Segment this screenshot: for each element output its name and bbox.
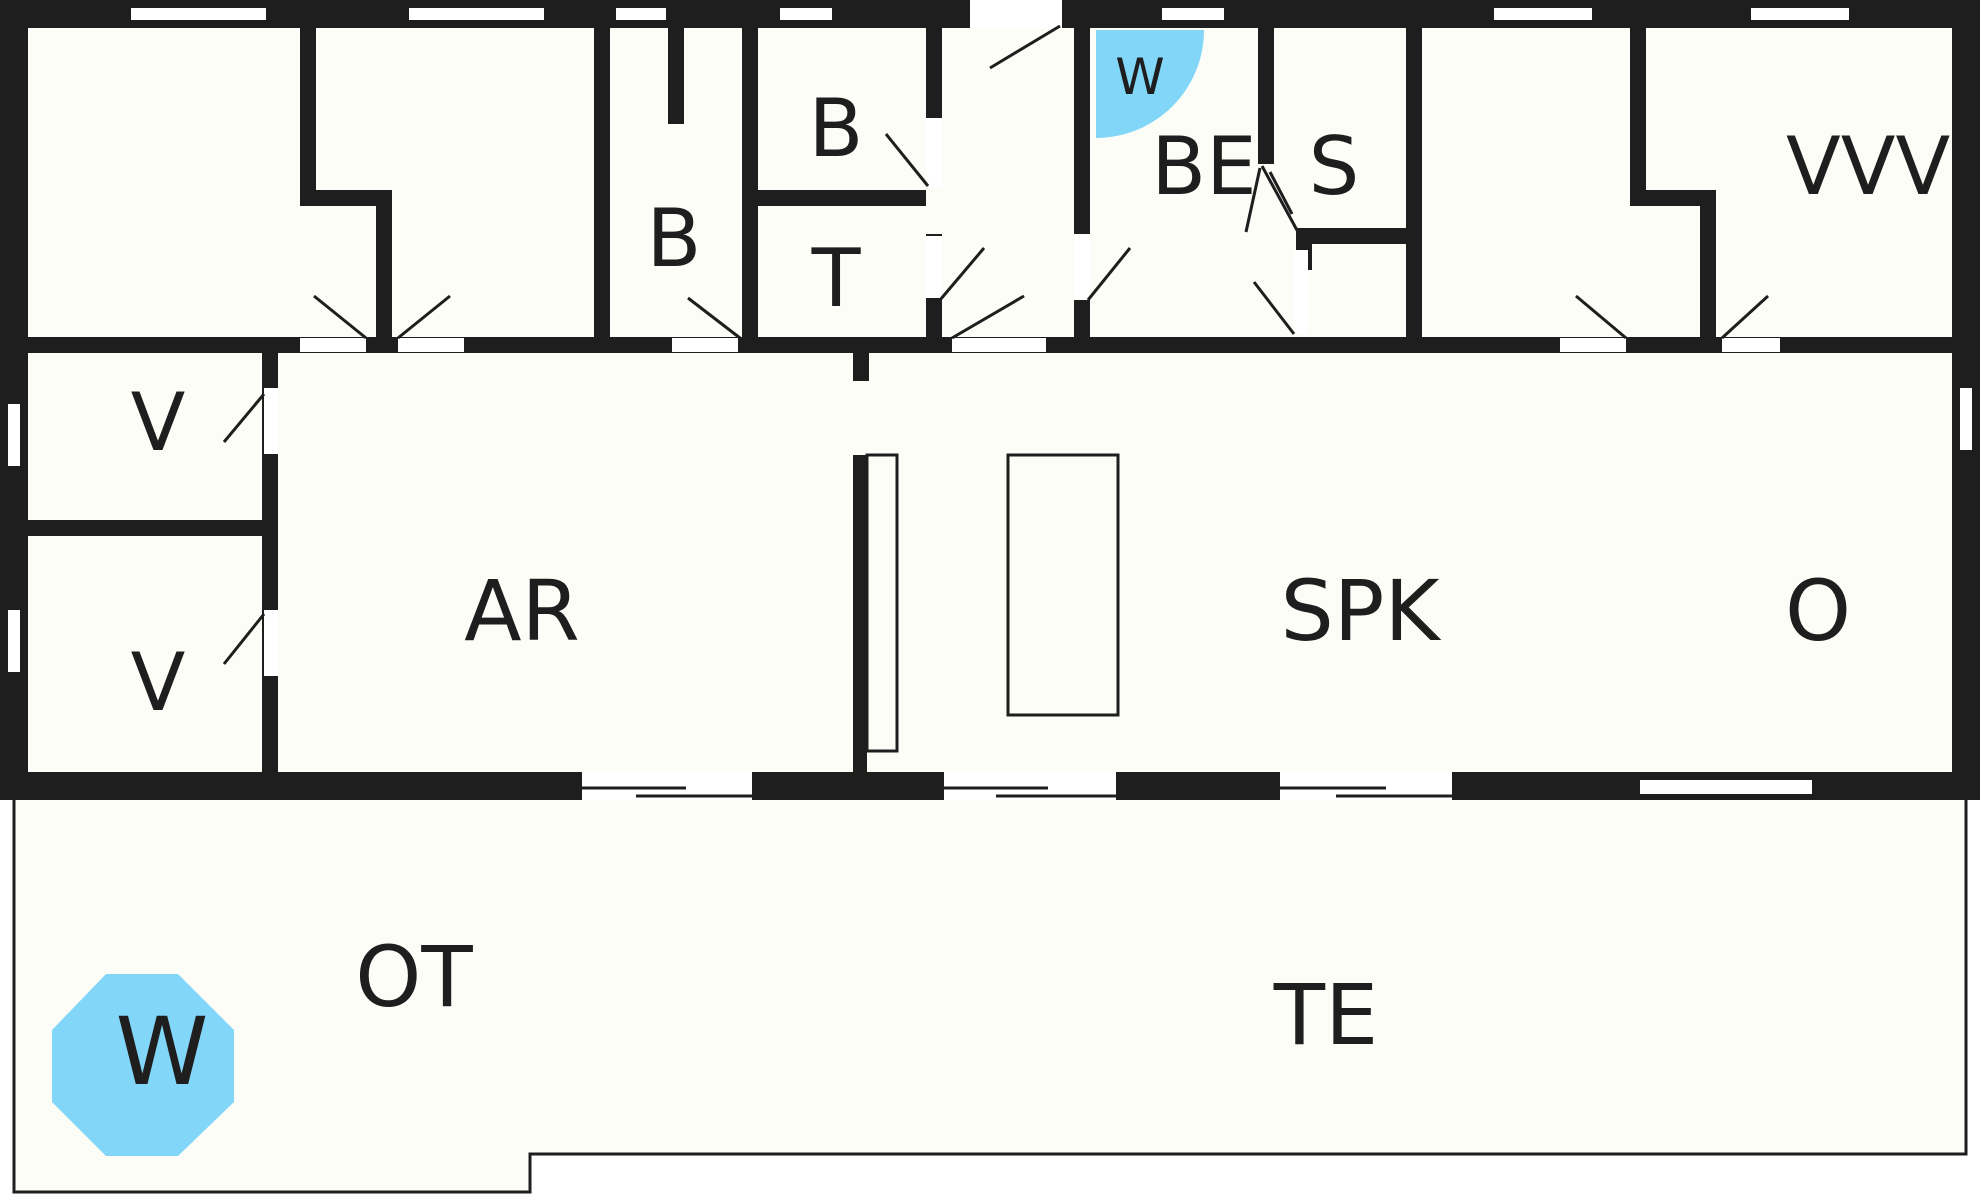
room-label-v-top: V — [131, 376, 186, 469]
room-label-be: BE — [1151, 120, 1256, 213]
interior-walls — [14, 14, 1966, 775]
room-label-vvv: VVV — [1786, 120, 1950, 213]
room-labels: B B T BE S VVV V V AR SPK O OT TE W W — [116, 48, 1951, 1107]
room-label-spk: SPK — [1280, 562, 1441, 660]
room-label-ar: AR — [464, 562, 580, 660]
marker-label-terrace-w: W — [116, 998, 209, 1107]
bath-door — [1260, 165, 1300, 233]
side-windows — [8, 388, 1972, 672]
marker-label-bath-w: W — [1115, 48, 1164, 106]
room-label-te: TE — [1273, 966, 1378, 1064]
bottom-openings — [582, 772, 1812, 800]
entrance-door-swing — [989, 24, 1061, 70]
room-label-b-small: B — [809, 82, 864, 175]
room-label-b-main: B — [647, 192, 702, 285]
terrace-outline — [12, 800, 1968, 1194]
bath-w-marker — [1096, 30, 1204, 138]
top-windows — [131, 0, 1849, 28]
room-label-v-bottom: V — [131, 636, 186, 729]
markers — [52, 30, 1204, 1156]
kitchen-counters — [865, 453, 1120, 753]
room-label-t: T — [811, 232, 862, 325]
door-openings — [264, 118, 1780, 676]
door-swings — [222, 133, 1770, 665]
room-label-ot: OT — [355, 928, 473, 1026]
room-label-s: S — [1309, 120, 1360, 213]
terrace-w-marker — [52, 974, 234, 1156]
room-label-o: O — [1785, 562, 1851, 660]
